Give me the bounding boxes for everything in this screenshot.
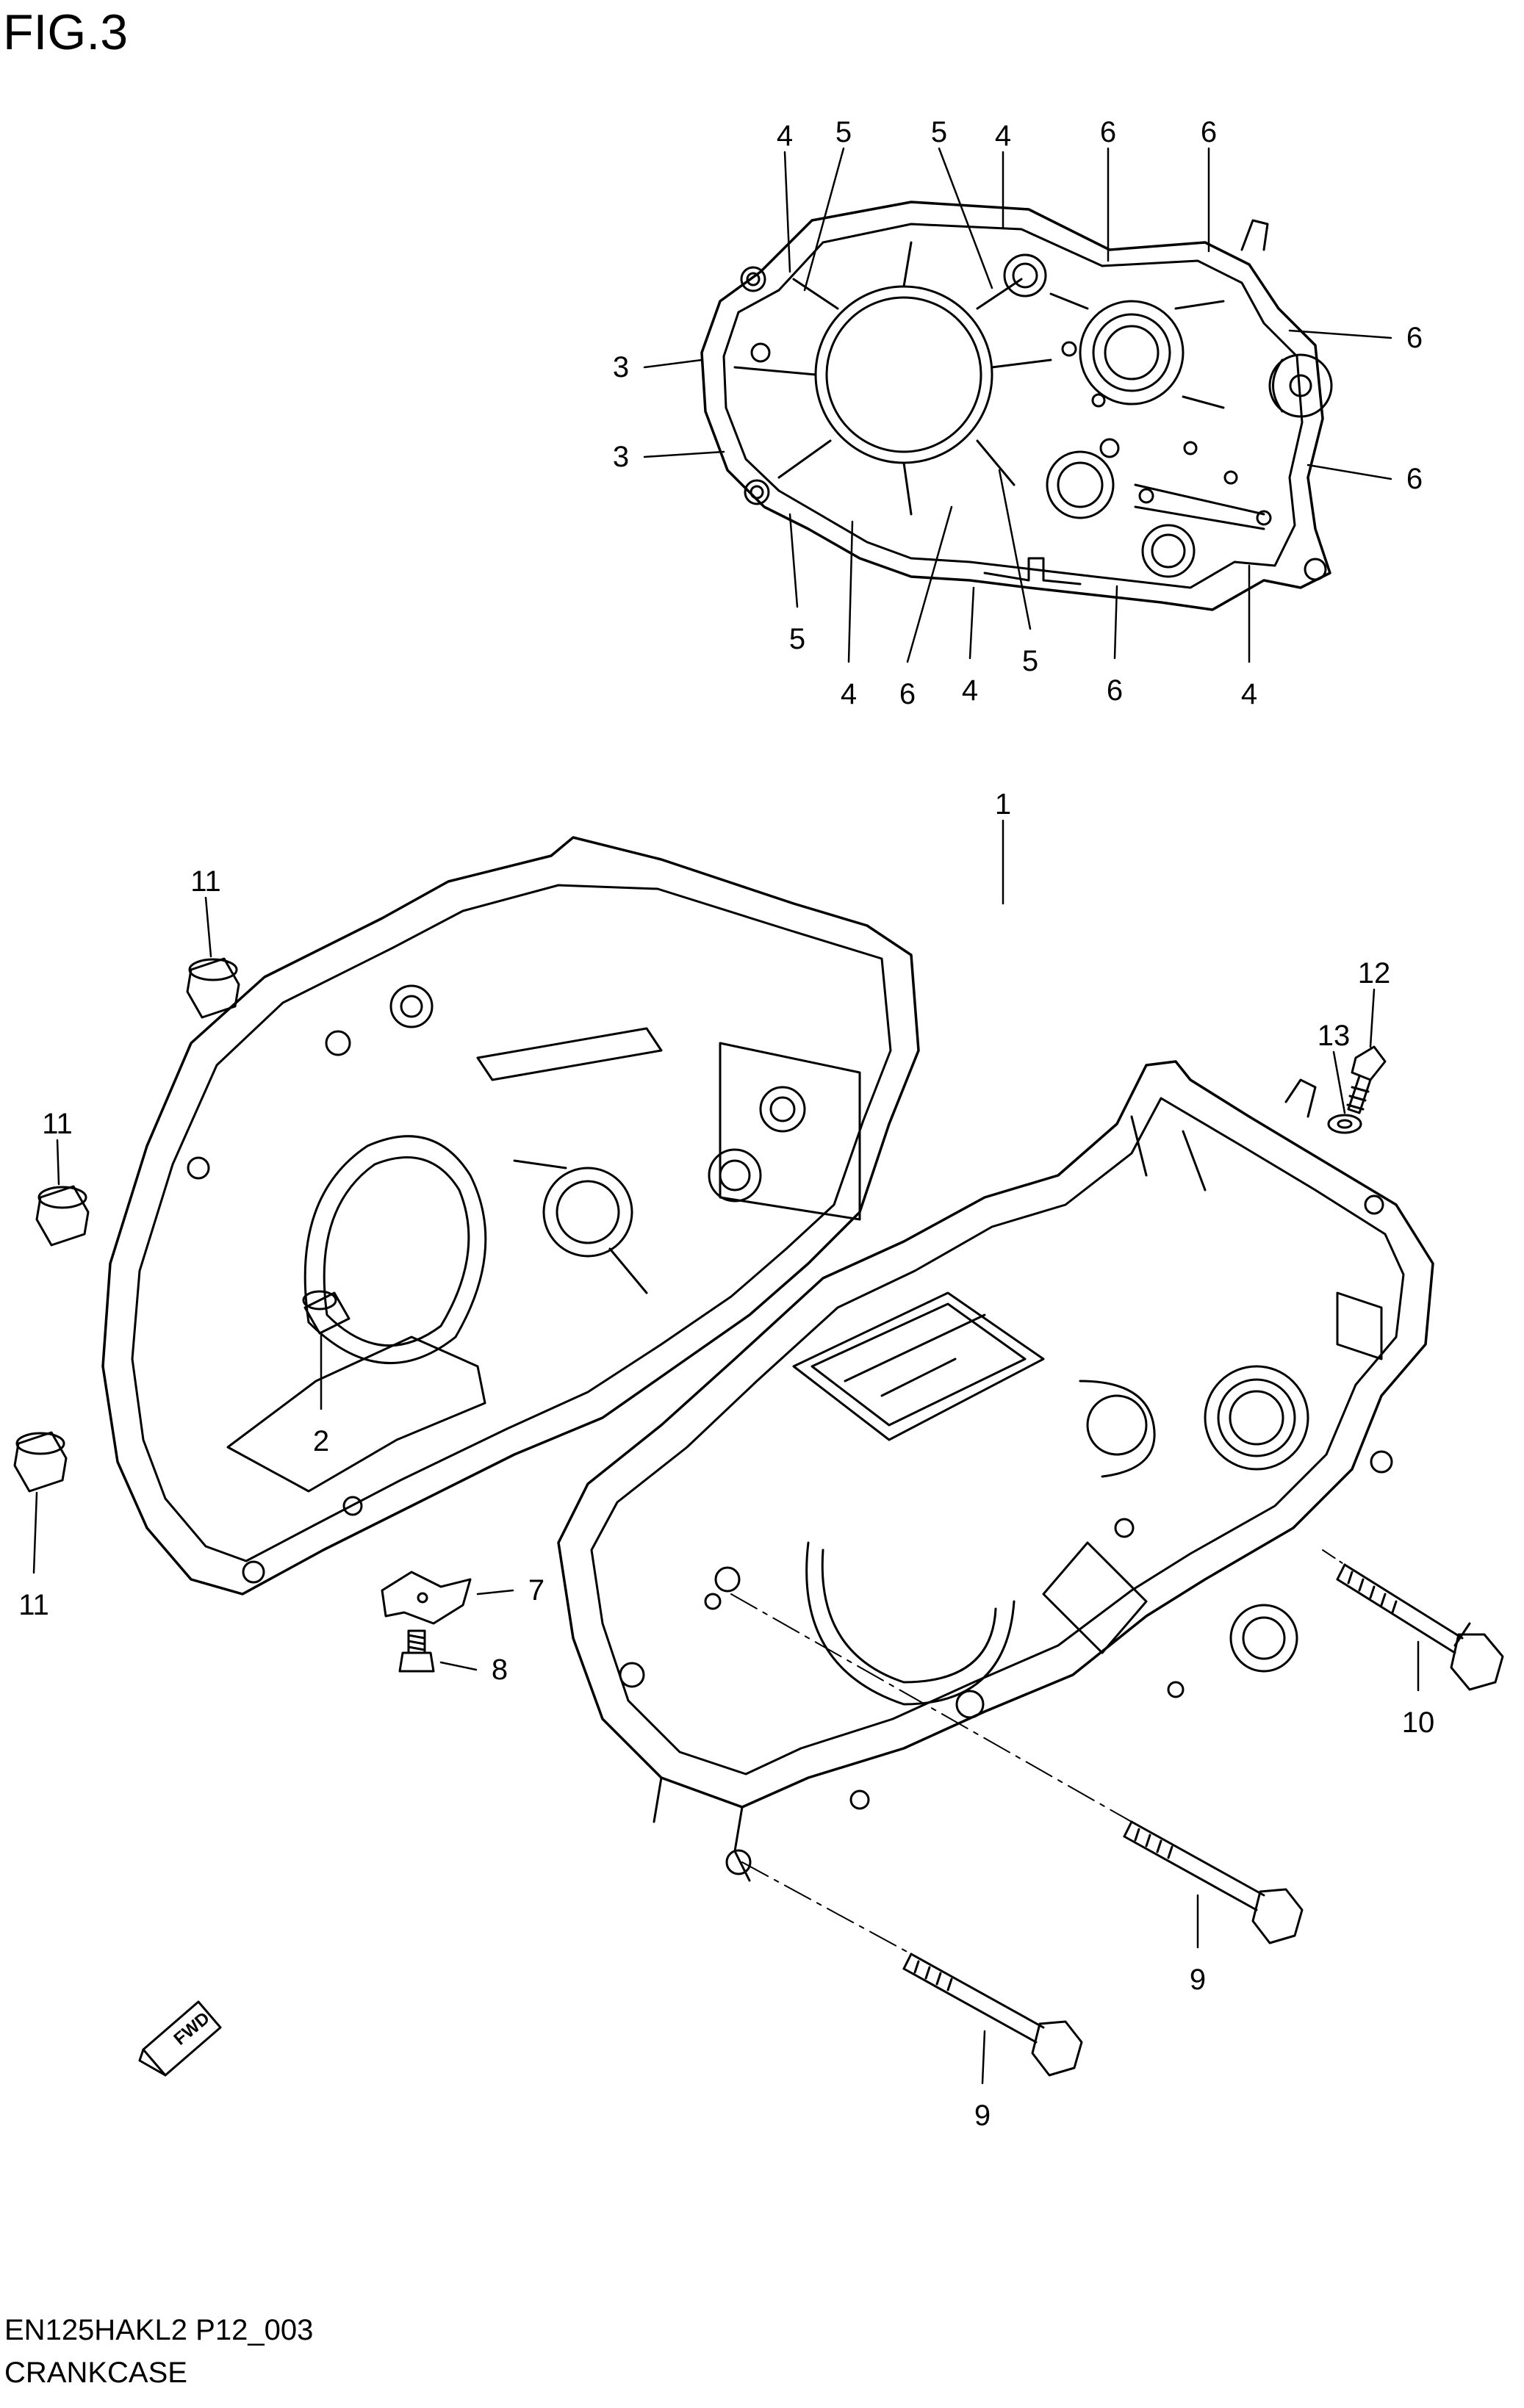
- callout-label: 4: [962, 674, 978, 707]
- figure-title: FIG.3: [3, 4, 129, 60]
- callout-label: 4: [995, 120, 1011, 152]
- callout-leader-line: [56, 1139, 60, 1186]
- diagram-code: EN125HAKL2 P12_003: [4, 2314, 314, 2346]
- callout-label: 6: [1100, 116, 1116, 148]
- callout-label: 4: [777, 120, 793, 152]
- callout-label: 13: [1318, 1020, 1351, 1052]
- callout-leader-line: [204, 896, 212, 958]
- callout-label: 3: [613, 351, 629, 383]
- callout-label: 2: [313, 1425, 329, 1457]
- callout-leader-line: [643, 358, 703, 369]
- callout-label: 9: [974, 2099, 991, 2132]
- callout-label: 10: [1402, 1706, 1435, 1739]
- callout-label: 11: [18, 1589, 49, 1621]
- callout-label: 12: [1358, 957, 1391, 989]
- callout-label: 5: [931, 116, 947, 148]
- callout-leader-line: [803, 147, 845, 292]
- callout-leader-line: [1306, 464, 1392, 480]
- callout-label: 5: [789, 623, 805, 655]
- callout-label: 4: [841, 678, 857, 710]
- callout-leader-line: [1113, 585, 1118, 660]
- callout-label: 6: [1406, 463, 1423, 495]
- crankcase-assembly: [13, 836, 1504, 2077]
- callout-label: 5: [1022, 645, 1038, 677]
- callout-label: 11: [42, 1108, 73, 1140]
- callout-label: 6: [1406, 322, 1423, 354]
- callout-label: 7: [528, 1574, 544, 1607]
- callout-leader-line: [32, 1491, 38, 1574]
- callout-label: 11: [190, 865, 221, 898]
- crankcase-half-top-view: [700, 201, 1333, 611]
- callout-leader-line: [783, 151, 791, 273]
- callout-label: 5: [835, 116, 852, 148]
- callout-leader-line: [906, 505, 953, 663]
- callout-label: 6: [1201, 116, 1217, 148]
- callout-label: 4: [1241, 678, 1257, 710]
- callout-label: 8: [492, 1654, 508, 1686]
- callout-leader-line: [1288, 329, 1392, 339]
- callout-label: 9: [1190, 1964, 1206, 1996]
- callout-leader-line: [643, 450, 725, 458]
- callout-label: 6: [899, 678, 916, 710]
- callout-label: 3: [613, 441, 629, 473]
- callout-leader-line: [938, 147, 993, 289]
- callout-leader-line: [968, 586, 975, 660]
- callout-leader-line: [981, 2030, 986, 2085]
- callout-leader-line: [1332, 1050, 1346, 1114]
- fwd-arrow: FWD: [138, 2000, 222, 2077]
- callout-leader-line: [788, 513, 799, 608]
- callout-leader-line: [439, 1661, 478, 1671]
- callout-leader-line: [476, 1589, 514, 1596]
- callout-label: 1: [995, 788, 1011, 821]
- callout-label: 6: [1107, 674, 1123, 707]
- callout-leader-line: [847, 520, 854, 663]
- callout-leader-line: [1369, 988, 1376, 1048]
- diagram-name: CRANKCASE: [4, 2357, 187, 2389]
- callout-leader-line: [998, 469, 1032, 630]
